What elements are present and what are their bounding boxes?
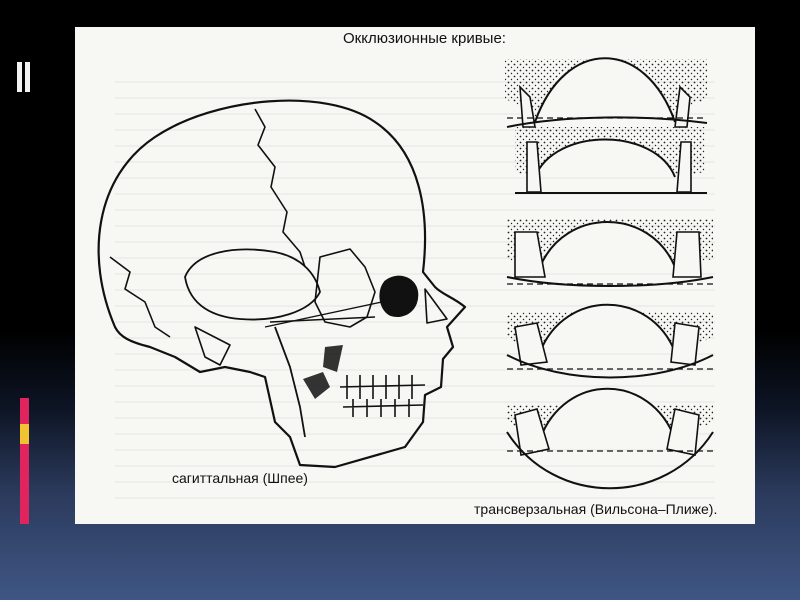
mandible-ramus — [274, 326, 306, 438]
upper-teeth — [339, 375, 426, 399]
temporal-bone — [184, 248, 321, 321]
occlusal-curves-diagrams — [505, 57, 714, 490]
zygomatic-arch — [269, 316, 376, 323]
occlusal-diagram-4 — [506, 303, 714, 379]
lower-teeth — [342, 399, 424, 417]
occlusal-diagram-5 — [506, 387, 714, 490]
spee-curve-line — [264, 296, 406, 328]
accent-strip-pink — [20, 444, 29, 524]
left-bar-mark — [17, 62, 22, 92]
skull-illustration — [97, 99, 467, 469]
accent-strip-yellow — [20, 424, 29, 444]
caption-transverse: трансверзальная (Вильсона–Плиже). — [474, 501, 718, 517]
coronal-suture — [254, 108, 306, 268]
occlusal-diagram-2 — [515, 127, 707, 194]
hatched-region — [323, 345, 343, 372]
occlusal-diagram-3 — [506, 219, 714, 287]
occlusal-diagram-1 — [505, 57, 708, 128]
caption-sagittal: сагиттальная (Шпее) — [172, 470, 308, 486]
orbit — [379, 275, 419, 317]
cranium-outline — [97, 99, 467, 469]
mastoid — [194, 326, 231, 366]
accent-strip-pink — [20, 398, 29, 424]
slide-panel: Окклюзионные кривые: — [75, 27, 755, 524]
hatched-region — [303, 372, 330, 399]
left-bar-mark — [25, 62, 30, 92]
figure-title: Окклюзионные кривые: — [343, 30, 506, 47]
nasal-aperture — [424, 288, 448, 324]
lambdoid-suture — [109, 256, 171, 338]
